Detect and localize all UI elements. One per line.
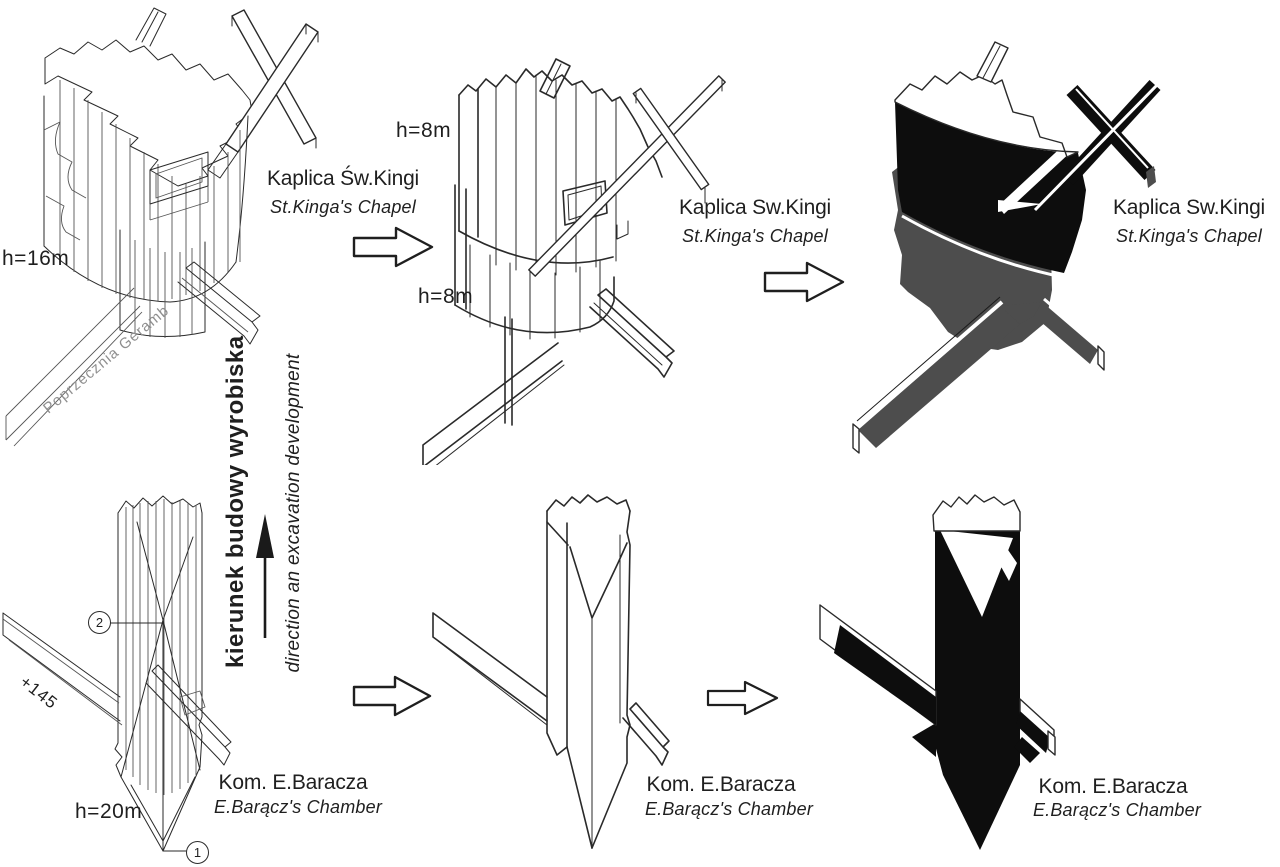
chapel-right-corridor: [177, 261, 261, 345]
chamber-label-2-pl: Kom. E.Baracza: [646, 773, 796, 796]
chamber-white-notch: [940, 530, 1017, 617]
chapel-solid-drawing: [852, 41, 1161, 454]
chapel-label-1-en: St.Kinga's Chapel: [270, 197, 416, 217]
chapel-rock-top: [894, 41, 1079, 158]
chapel-black-upper-drum: [895, 102, 1088, 279]
chamber-left-corridor: [432, 612, 548, 726]
chamber-label-1-pl: Kom. E.Baracza: [218, 771, 368, 794]
chapel-wireframe-drawing: [5, 7, 319, 447]
chamber-label-3-en: E.Barącz's Chamber: [1032, 800, 1202, 820]
chapel-right-corridor: [589, 288, 675, 378]
direction-up-arrow-icon: [256, 514, 274, 638]
chapel-label-2-pl: Kaplica Sw.Kingi: [678, 196, 832, 219]
height-label-8m-top: h=8m: [396, 119, 452, 142]
chapel-corridor-highlights: [852, 296, 1105, 454]
transition-arrow-icon: [352, 675, 432, 717]
height-label-8m-bottom: h=8m: [418, 285, 474, 308]
chamber-left-corridor: [819, 604, 937, 726]
chamber-body-outline: [546, 494, 631, 849]
chamber-right-corridor: [1014, 698, 1056, 763]
chapel-cross-corridors: [1033, 80, 1161, 212]
geramb-corridor: [5, 287, 143, 447]
marker-leader-lines: [109, 622, 187, 852]
marker-circle-1: 1: [186, 841, 209, 864]
chamber-right-corridor: [622, 702, 670, 766]
chapel-label-3-pl: Kaplica Sw.Kingi: [1112, 196, 1266, 219]
height-label-20m: h=20m: [75, 800, 143, 823]
chapel-label-1-pl: Kaplica Św.Kingi: [266, 167, 420, 190]
chamber-label-1-en: E.Barącz's Chamber: [213, 797, 383, 817]
chamber-solid-drawing: [819, 494, 1056, 850]
chapel-label-3-en: St.Kinga's Chapel: [1116, 226, 1262, 246]
chamber-body-wireframe: [114, 495, 203, 852]
chamber-wireframe-drawing: [2, 495, 232, 852]
chapel-outline-drawing: [422, 58, 726, 465]
transition-arrow-icon: [706, 680, 779, 716]
chapel-hatched-roof: [44, 7, 253, 187]
chamber-label-3-pl: Kom. E.Baracza: [1038, 775, 1188, 798]
chamber-rock-top: [932, 494, 1021, 532]
chamber-outline-drawing: [432, 494, 670, 849]
chapel-cross-corridors: [528, 75, 726, 277]
chamber-black-silhouette: [912, 530, 1020, 850]
chamber-crossing-corridors: [145, 664, 232, 766]
transition-arrow-icon: [763, 261, 845, 303]
chapel-cross-corridors: [207, 9, 319, 179]
chapel-label-2-en: St.Kinga's Chapel: [682, 226, 828, 246]
marker-circle-2: 2: [88, 611, 111, 634]
chapel-left-corridor: [422, 342, 565, 465]
height-label-16m: h=16m: [2, 247, 70, 270]
chamber-left-corridor: [2, 612, 123, 726]
chapel-top-stub: [539, 58, 571, 99]
transition-arrow-icon: [352, 226, 434, 268]
chapel-window-opening: [562, 180, 629, 240]
chamber-label-2-en: E.Barącz's Chamber: [644, 799, 814, 819]
chapel-body-wireframe: [43, 80, 249, 338]
